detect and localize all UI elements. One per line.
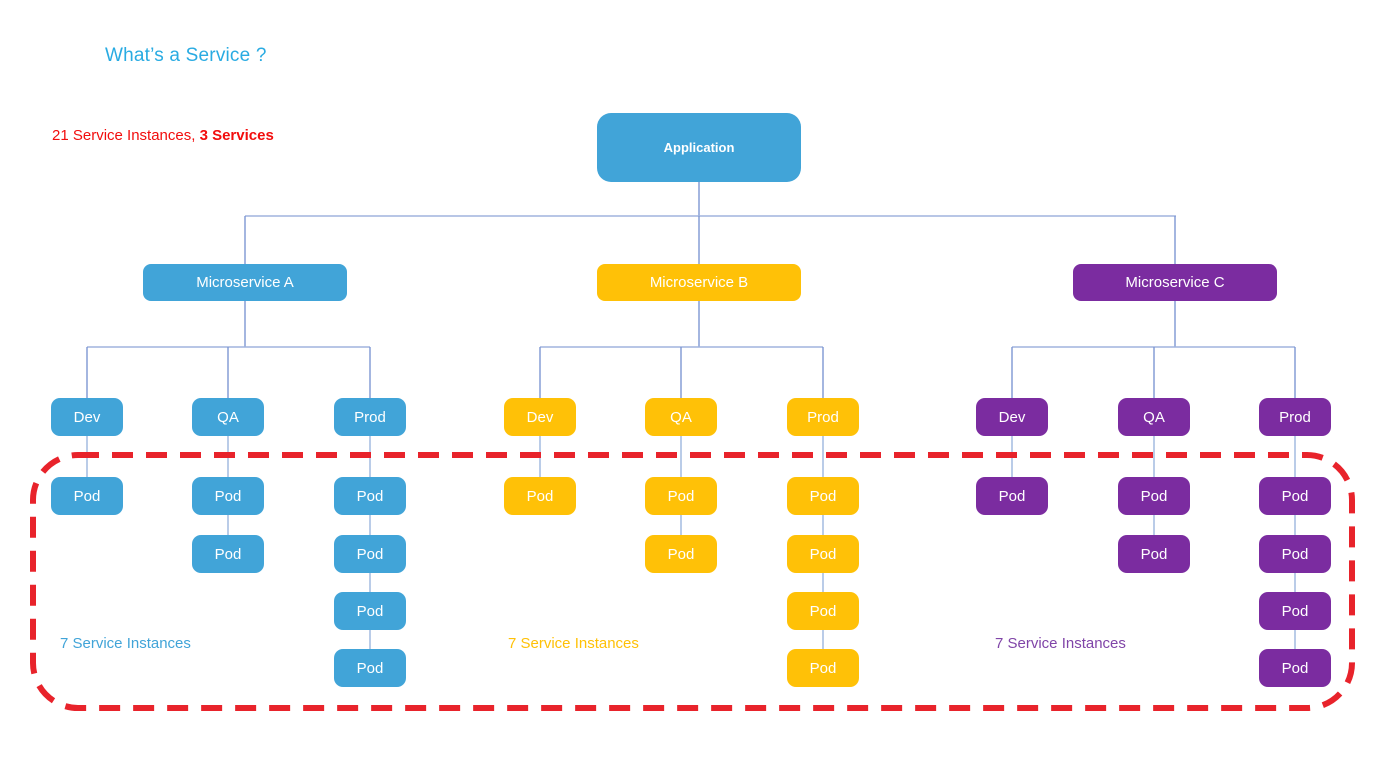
env-node-b-qa: QA — [645, 398, 717, 436]
pod-node: Pod — [334, 649, 406, 687]
env-node-a-qa: QA — [192, 398, 264, 436]
pod-node: Pod — [192, 535, 264, 573]
pod-node: Pod — [1259, 592, 1331, 630]
pod-node: Pod — [976, 477, 1048, 515]
env-node-a-prod: Prod — [334, 398, 406, 436]
pod-node: Pod — [645, 477, 717, 515]
page-title: What’s a Service ? — [105, 45, 267, 66]
env-node-c-prod: Prod — [1259, 398, 1331, 436]
pod-node: Pod — [1259, 535, 1331, 573]
service-b-instances-label: 7 Service Instances — [508, 635, 639, 652]
pod-node: Pod — [192, 477, 264, 515]
pod-node: Pod — [334, 535, 406, 573]
application-node: Application — [597, 113, 801, 182]
env-node-c-qa: QA — [1118, 398, 1190, 436]
pod-node: Pod — [787, 592, 859, 630]
service-c-instances-label: 7 Service Instances — [995, 635, 1126, 652]
service-a-instances-label: 7 Service Instances — [60, 635, 191, 652]
pod-node: Pod — [334, 592, 406, 630]
microservice-a-node: Microservice A — [143, 264, 347, 301]
pod-node: Pod — [1118, 535, 1190, 573]
pod-node: Pod — [504, 477, 576, 515]
pod-node: Pod — [51, 477, 123, 515]
env-node-b-dev: Dev — [504, 398, 576, 436]
pod-node: Pod — [787, 535, 859, 573]
pod-node: Pod — [787, 477, 859, 515]
env-node-c-dev: Dev — [976, 398, 1048, 436]
summary-prefix: 21 Service Instances, — [52, 127, 200, 144]
pod-node: Pod — [787, 649, 859, 687]
pod-node: Pod — [1259, 649, 1331, 687]
pod-node: Pod — [1259, 477, 1331, 515]
microservice-b-node: Microservice B — [597, 264, 801, 301]
pod-node: Pod — [645, 535, 717, 573]
pod-node: Pod — [1118, 477, 1190, 515]
env-node-a-dev: Dev — [51, 398, 123, 436]
instance-count-summary: 21 Service Instances, 3 Services — [52, 127, 274, 144]
microservice-c-node: Microservice C — [1073, 264, 1277, 301]
env-node-b-prod: Prod — [787, 398, 859, 436]
summary-services-count: 3 Services — [199, 127, 274, 144]
pod-node: Pod — [334, 477, 406, 515]
